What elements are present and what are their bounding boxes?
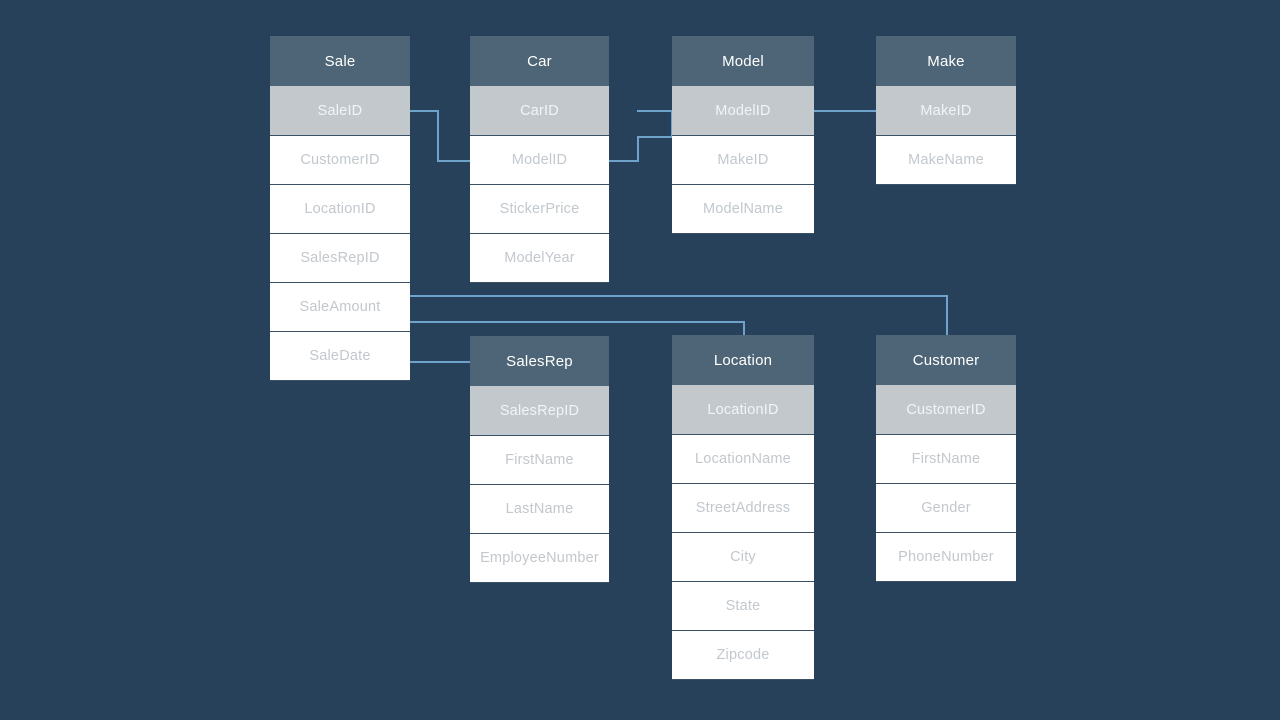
relationship-line-car-model [604, 160, 639, 162]
column-row-car-modelyear[interactable]: ModelYear [470, 233, 609, 283]
column-row-model-modelname[interactable]: ModelName [672, 184, 814, 234]
relationship-line-sale-customer [946, 295, 948, 339]
column-row-sale-customerid[interactable]: CustomerID [270, 135, 410, 185]
relationship-line-sale-location [408, 321, 745, 323]
table-header-make[interactable]: Make [876, 36, 1016, 86]
primary-key-row-location-locationid[interactable]: LocationID [672, 385, 814, 435]
column-row-sale-salesrepid[interactable]: SalesRepID [270, 233, 410, 283]
column-row-location-city[interactable]: City [672, 532, 814, 582]
column-row-customer-firstname[interactable]: FirstName [876, 434, 1016, 484]
column-row-model-makeid[interactable]: MakeID [672, 135, 814, 185]
table-header-model[interactable]: Model [672, 36, 814, 86]
primary-key-row-car-carid[interactable]: CarID [470, 86, 609, 136]
table-header-sale[interactable]: Sale [270, 36, 410, 86]
column-row-salesrep-employeenumber[interactable]: EmployeeNumber [470, 533, 609, 583]
relationship-line-sale-salesrep [408, 361, 472, 363]
primary-key-row-sale-saleid[interactable]: SaleID [270, 86, 410, 136]
table-header-location[interactable]: Location [672, 335, 814, 385]
table-header-customer[interactable]: Customer [876, 335, 1016, 385]
table-header-salesrep[interactable]: SalesRep [470, 336, 609, 386]
primary-key-row-salesrep-salesrepid[interactable]: SalesRepID [470, 386, 609, 436]
column-row-location-locationname[interactable]: LocationName [672, 434, 814, 484]
column-row-location-state[interactable]: State [672, 581, 814, 631]
column-row-sale-saledate[interactable]: SaleDate [270, 331, 410, 381]
column-row-salesrep-lastname[interactable]: LastName [470, 484, 609, 534]
primary-key-row-model-modelid[interactable]: ModelID [672, 86, 814, 136]
table-header-car[interactable]: Car [470, 36, 609, 86]
column-row-location-zipcode[interactable]: Zipcode [672, 630, 814, 680]
relationship-line-sale-customer [408, 295, 948, 297]
primary-key-row-customer-customerid[interactable]: CustomerID [876, 385, 1016, 435]
relationship-line-model-make [806, 110, 880, 112]
column-row-make-makename[interactable]: MakeName [876, 135, 1016, 185]
column-row-sale-saleamount[interactable]: SaleAmount [270, 282, 410, 332]
relationship-line-sale-location [743, 321, 745, 339]
relationship-line-sale-car [437, 110, 439, 162]
primary-key-row-make-makeid[interactable]: MakeID [876, 86, 1016, 136]
column-row-sale-locationid[interactable]: LocationID [270, 184, 410, 234]
relationship-line-car-model [637, 136, 639, 162]
relationship-line-car-model [637, 110, 673, 112]
relationship-line-car-model [637, 136, 673, 138]
column-row-salesrep-firstname[interactable]: FirstName [470, 435, 609, 485]
relationship-line-sale-car [437, 160, 473, 162]
relationship-line-sale-car [404, 110, 439, 112]
column-row-car-modelid[interactable]: ModelID [470, 135, 609, 185]
column-row-location-streetaddress[interactable]: StreetAddress [672, 483, 814, 533]
column-row-customer-phonenumber[interactable]: PhoneNumber [876, 532, 1016, 582]
column-row-customer-gender[interactable]: Gender [876, 483, 1016, 533]
column-row-car-stickerprice[interactable]: StickerPrice [470, 184, 609, 234]
